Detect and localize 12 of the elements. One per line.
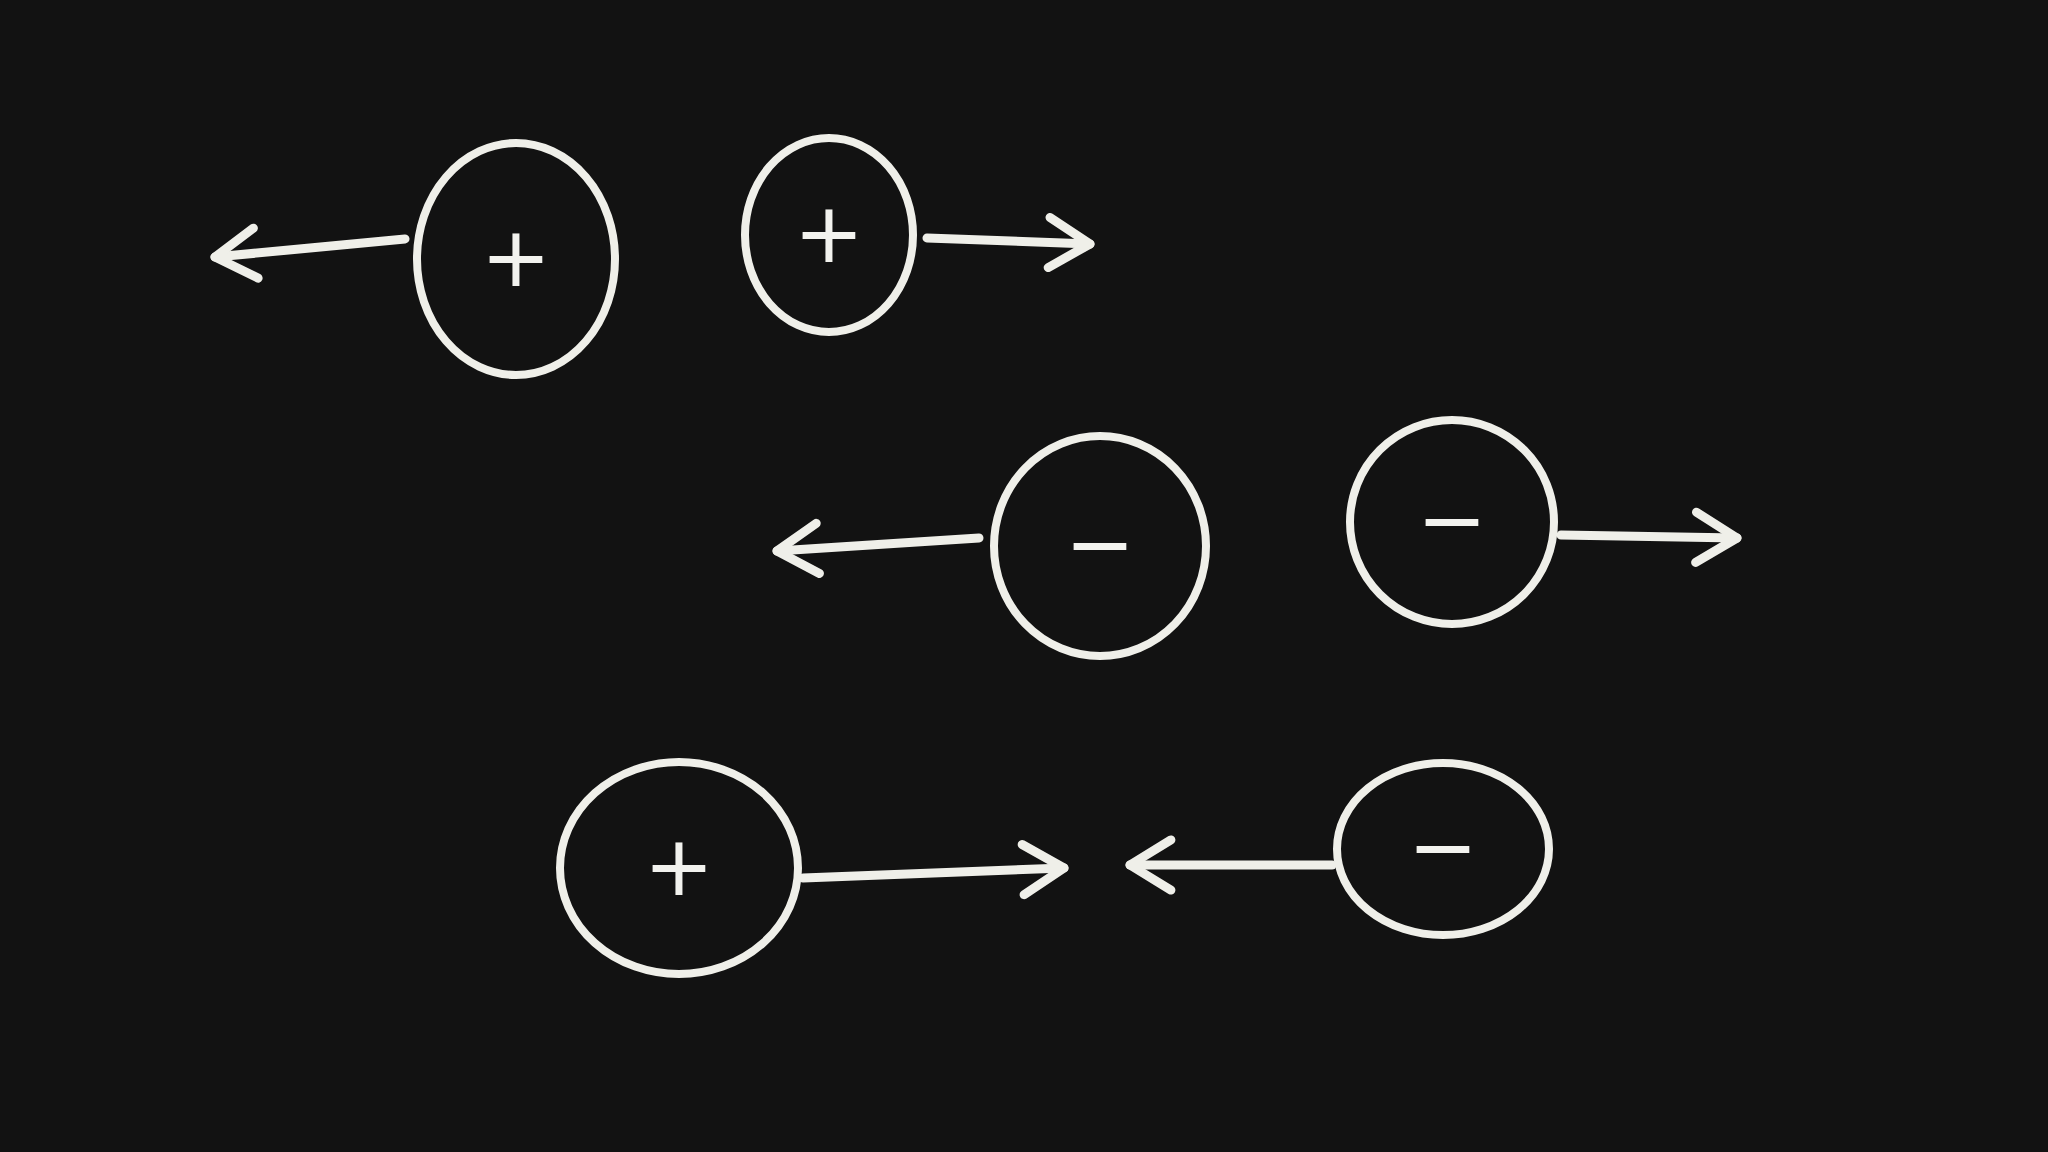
charge-sign: + bbox=[643, 824, 715, 909]
charge-sign: − bbox=[1407, 805, 1479, 890]
charge-circle bbox=[555, 757, 803, 979]
charge-sign: − bbox=[1064, 502, 1136, 587]
charge-circle bbox=[989, 431, 1211, 661]
charge-circle bbox=[740, 133, 918, 337]
charge-circle bbox=[1345, 415, 1559, 629]
charge-sign: + bbox=[793, 191, 865, 276]
charge-circle bbox=[412, 138, 620, 380]
charge-sign: − bbox=[1416, 478, 1488, 563]
charge-sign: + bbox=[480, 215, 552, 300]
charge-circle bbox=[1332, 758, 1554, 940]
